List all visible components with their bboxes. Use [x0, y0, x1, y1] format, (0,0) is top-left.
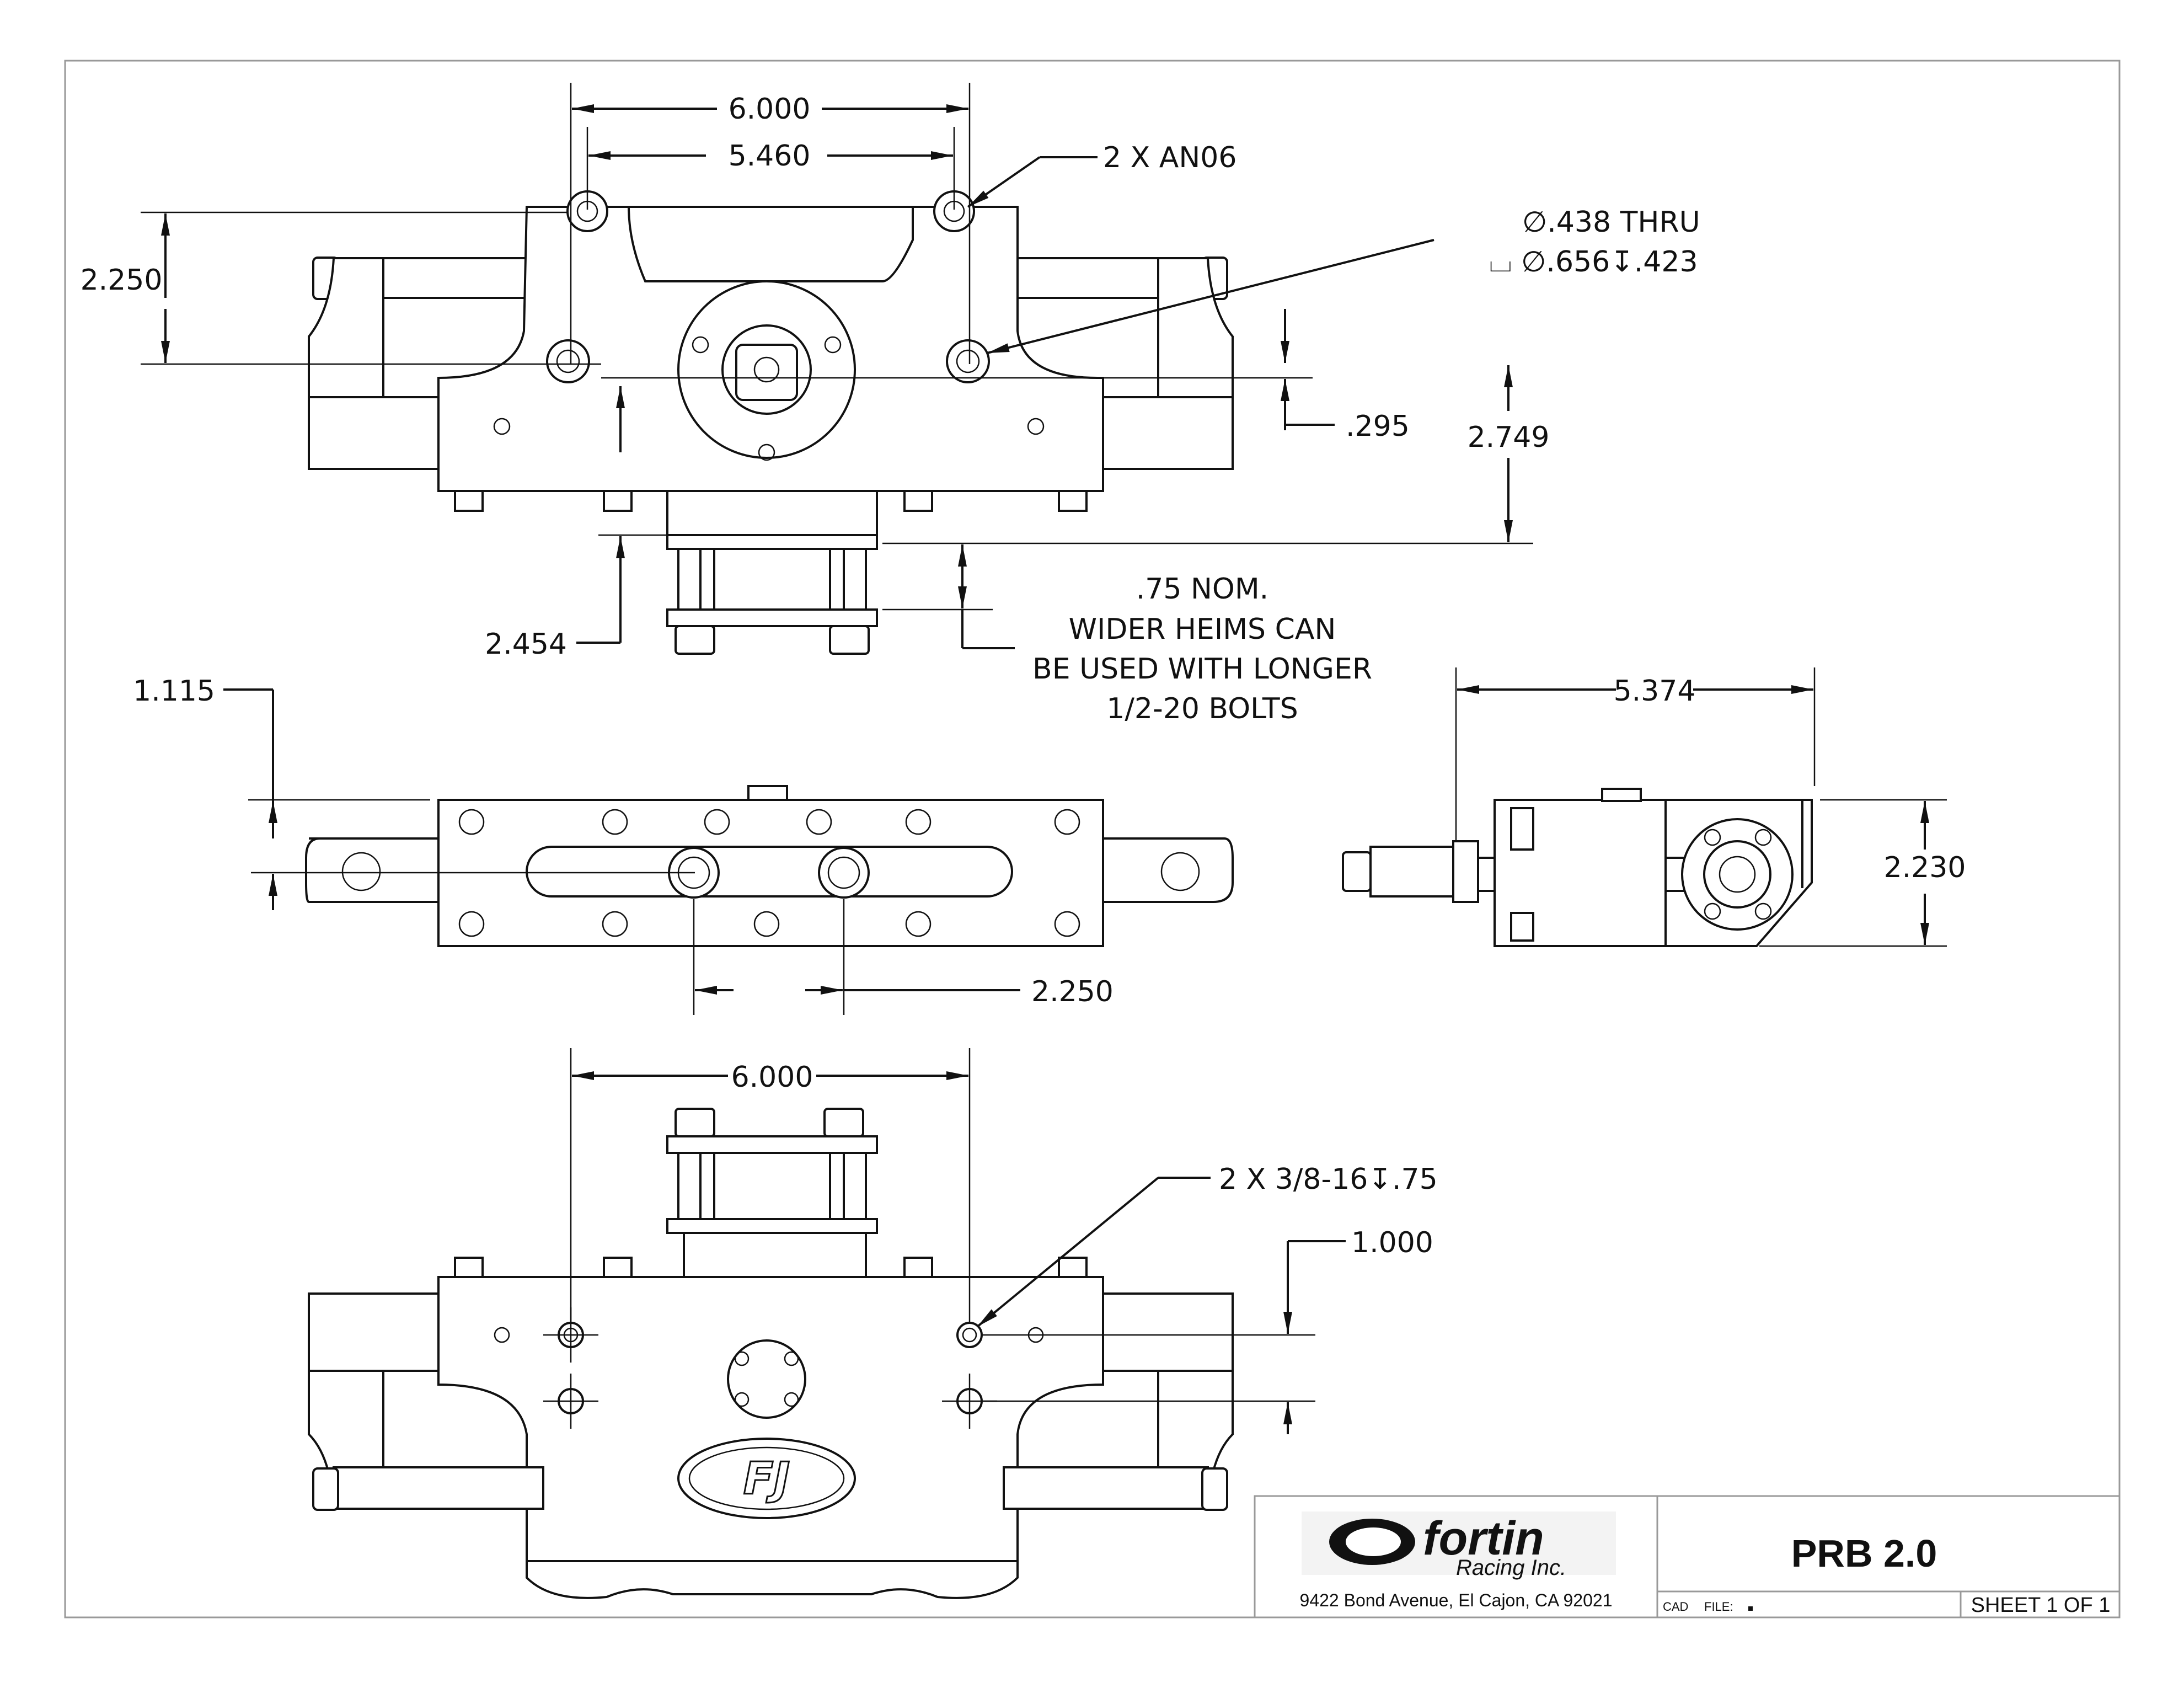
callout-hole-thru: ∅.438 THRU	[1522, 206, 1700, 239]
sheet-border	[64, 60, 2121, 1618]
sheet-number: SHEET 1 OF 1	[1971, 1594, 2111, 1617]
company-address: 9422 Bond Avenue, El Cajon, CA 92021	[1300, 1590, 1613, 1610]
callout-tapped-holes: 2 X 3/8-16↧.75	[1219, 1163, 1438, 1196]
rear-dimensions: 6.000 2 X 3/8-16↧.75 1.000	[570, 1048, 1438, 1434]
dim-2454: 2.454	[485, 628, 567, 661]
dim-6000-front: 6.000	[729, 93, 811, 126]
note-heim-2: WIDER HEIMS CAN	[1069, 613, 1336, 646]
side-view	[1342, 788, 1813, 947]
title-block: fortin Racing Inc. 9422 Bond Avenue, El …	[1254, 1495, 2121, 1618]
callout-an06: 2 X AN06	[1103, 141, 1236, 174]
note-heim-4: 1/2-20 BOLTS	[1106, 692, 1298, 725]
front-dimensions: 6.000 5.460 2 X AN06 ∅.438 THRU ⌴ ∅.656↧…	[81, 83, 1700, 725]
part-name: PRB 2.0	[1791, 1532, 1937, 1575]
top-view	[251, 785, 1234, 947]
cad-label: CAD	[1663, 1600, 1688, 1614]
dim-2250-left: 2.250	[81, 264, 163, 297]
callout-hole-cbore: ⌴ ∅.656↧.423	[1489, 245, 1698, 279]
dim-5460: 5.460	[729, 140, 811, 173]
dim-2749: 2.749	[1468, 421, 1550, 454]
dim-5374: 5.374	[1614, 675, 1696, 708]
dim-0295: .295	[1346, 410, 1410, 443]
logo-subtext: Racing Inc.	[1456, 1556, 1566, 1580]
logo-wordmark: fortin	[1423, 1512, 1544, 1565]
fortin-logo: fortin Racing Inc.	[1302, 1511, 1616, 1580]
rear-view: FJ	[308, 1108, 1234, 1599]
dim-2250-slot: 2.250	[1031, 975, 1114, 1008]
dim-2230: 2.230	[1884, 851, 1966, 884]
dim-1115: 1.115	[133, 675, 215, 708]
top-dimensions: 1.115 2.250	[133, 675, 1114, 1015]
dim-1000: 1.000	[1351, 1226, 1433, 1259]
emblem-logo-icon: FJ	[743, 1453, 790, 1504]
front-view	[141, 190, 1313, 655]
side-dimensions: 5.374 2.230	[1455, 667, 1966, 947]
dim-6000-rear: 6.000	[731, 1061, 813, 1094]
file-label: FILE:	[1704, 1600, 1733, 1614]
note-heim-3: BE USED WITH LONGER	[1032, 653, 1372, 686]
note-heim-1: .75 NOM.	[1136, 573, 1268, 606]
